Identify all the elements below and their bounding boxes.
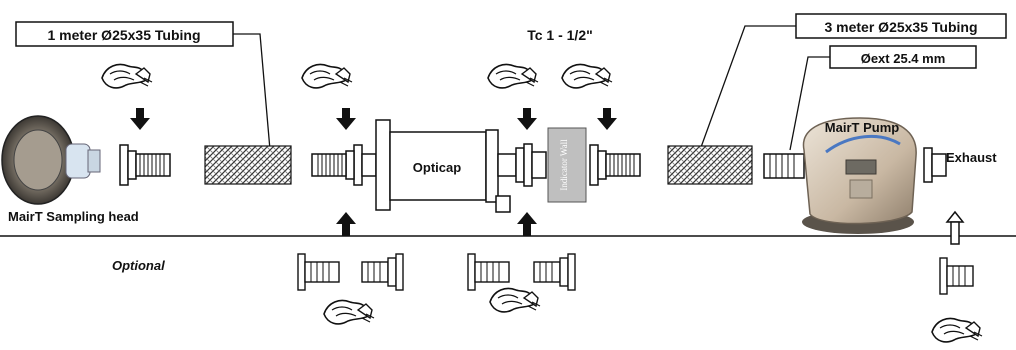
glove-icon (932, 319, 982, 342)
tc-clamp-label: Tc 1 - 1/2" (527, 27, 593, 43)
pump-inlet-connector (764, 154, 804, 178)
glove-icon (102, 65, 152, 88)
glove-icon (324, 301, 374, 324)
callout-diameter-label: Øext 25.4 mm (861, 51, 946, 66)
optional-fitting (940, 258, 973, 294)
arrow-up-icon (336, 212, 356, 236)
indicator-wall: Indicator Wall (548, 128, 586, 202)
indicator-wall-label: Indicator Wall (559, 139, 569, 191)
mairt-pump-image (802, 118, 916, 234)
exhaust-fitting (924, 148, 946, 182)
callout-3m-tubing-label: 3 meter Ø25x35 Tubing (824, 19, 977, 35)
hose-barb-fitting (590, 145, 640, 185)
optional-label: Optional (112, 258, 165, 273)
arrow-down-icon (517, 108, 537, 130)
tubing-1m-segment (205, 146, 291, 184)
optional-fitting (534, 254, 575, 290)
glove-icon (302, 65, 352, 88)
sampling-head-label: MairT Sampling head (8, 209, 139, 224)
optional-fitting (468, 254, 509, 290)
opticap-label: Opticap (413, 160, 461, 175)
arrow-down-icon (130, 108, 150, 130)
sampling-head-image (2, 116, 100, 204)
arrow-down-icon (597, 108, 617, 130)
glove-icon (562, 65, 612, 88)
hose-barb-fitting (120, 145, 170, 185)
optional-fitting (298, 254, 339, 290)
pump-label: MairT Pump (825, 120, 899, 135)
optional-fitting (362, 254, 403, 290)
arrow-up-outline-icon (947, 212, 963, 244)
exhaust-label: Exhaust (946, 150, 997, 165)
arrow-up-icon (517, 212, 537, 236)
tc-clamp-fitting (516, 144, 546, 186)
glove-icon (488, 65, 538, 88)
tubing-3m-segment (668, 146, 752, 184)
callout-1m-tubing-label: 1 meter Ø25x35 Tubing (47, 27, 200, 43)
arrow-down-icon (336, 108, 356, 130)
hose-barb-fitting (312, 145, 362, 185)
glove-icon (490, 289, 540, 312)
